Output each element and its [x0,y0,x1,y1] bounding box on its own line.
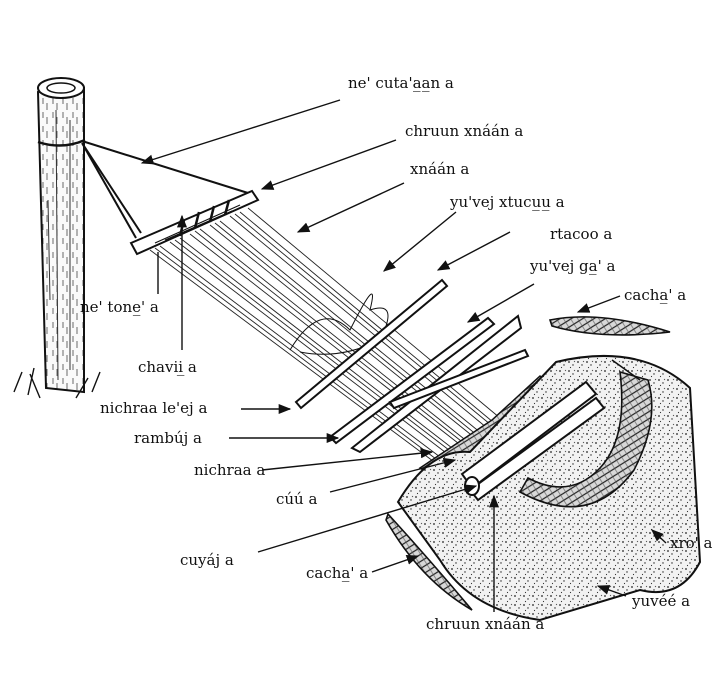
label-pick-stick: rambúj a [134,429,202,447]
label-backstrap-cord: cuyáj a [180,551,234,569]
bobbin-left [385,512,473,611]
strap-cord [611,359,641,381]
label-lashing: ne' tone̲' a [80,298,159,316]
label-pole-top: ne' cuta'a̲a̲n a [348,74,454,92]
label-warp: xnáán a [410,160,470,178]
label-sword: rtacoo a [550,225,613,243]
tie-ropes [81,140,249,239]
label-bobbin-left: cacha̲' a [306,564,369,582]
label-strap: xro' a [670,534,713,552]
label-heddle-rod: yu'vej xtucu̲u̲ a [450,193,565,211]
loom-sticks [294,278,530,454]
label-weaving-sword-big: nichraa le'ej a [100,399,208,417]
post [13,77,101,399]
label-batten: nichraa a [194,461,266,479]
label-end-bar-bottom: chruun xnáán a [426,615,545,633]
label-mat: yuvéé a [632,592,691,610]
warp-threads [149,207,513,471]
pointer-arrows [140,99,667,612]
label-cloth: cúú a [276,490,318,508]
label-shed-rod: yu'vej ga̲' a [530,257,616,275]
label-end-bar-top: chruun xnáán a [405,122,524,140]
bobbin-right [548,316,671,336]
label-bobbin-right: cacha̲' a [624,286,687,304]
far-end-bar [129,189,260,256]
loose-thread [289,293,389,355]
label-cross-stick: chavii̲ a [138,358,197,376]
